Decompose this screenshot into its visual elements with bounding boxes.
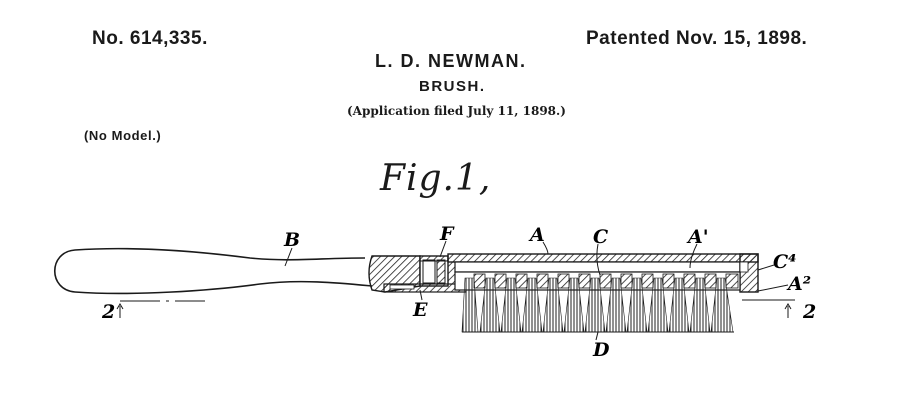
ref-label-C: C — [593, 226, 608, 248]
section-line — [116, 299, 795, 318]
end-wall — [739, 253, 759, 293]
handle-outline — [53, 247, 373, 295]
patent-number: No. 614,335. — [92, 28, 208, 49]
block-segments — [473, 273, 739, 289]
patent-date: Patented Nov. 15, 1898. — [586, 28, 808, 49]
ref-label-F: F — [439, 223, 455, 245]
ref-label-B: B — [283, 229, 300, 251]
ref-label-E: E — [412, 299, 428, 321]
ref-label-A2: A² — [786, 273, 811, 295]
leader-lines — [284, 240, 789, 341]
section-label-right: 2 — [802, 301, 816, 323]
section-label-left: 2 — [101, 301, 115, 323]
model-note: (No Model.) — [84, 128, 162, 143]
head-back — [447, 253, 759, 263]
patent-title: BRUSH. — [419, 78, 486, 95]
ref-label-C4: C⁴ — [773, 251, 796, 273]
ref-label-D: D — [592, 339, 610, 361]
ref-label-A: A — [528, 224, 545, 246]
application-filed: (Application filed July 11, 1898.) — [347, 104, 566, 118]
figure-label: Fig.1, — [380, 158, 492, 199]
bristles — [461, 277, 734, 333]
ref-label-A-prime: A' — [686, 226, 709, 248]
inventor-name: L. D. NEWMAN. — [375, 51, 527, 71]
